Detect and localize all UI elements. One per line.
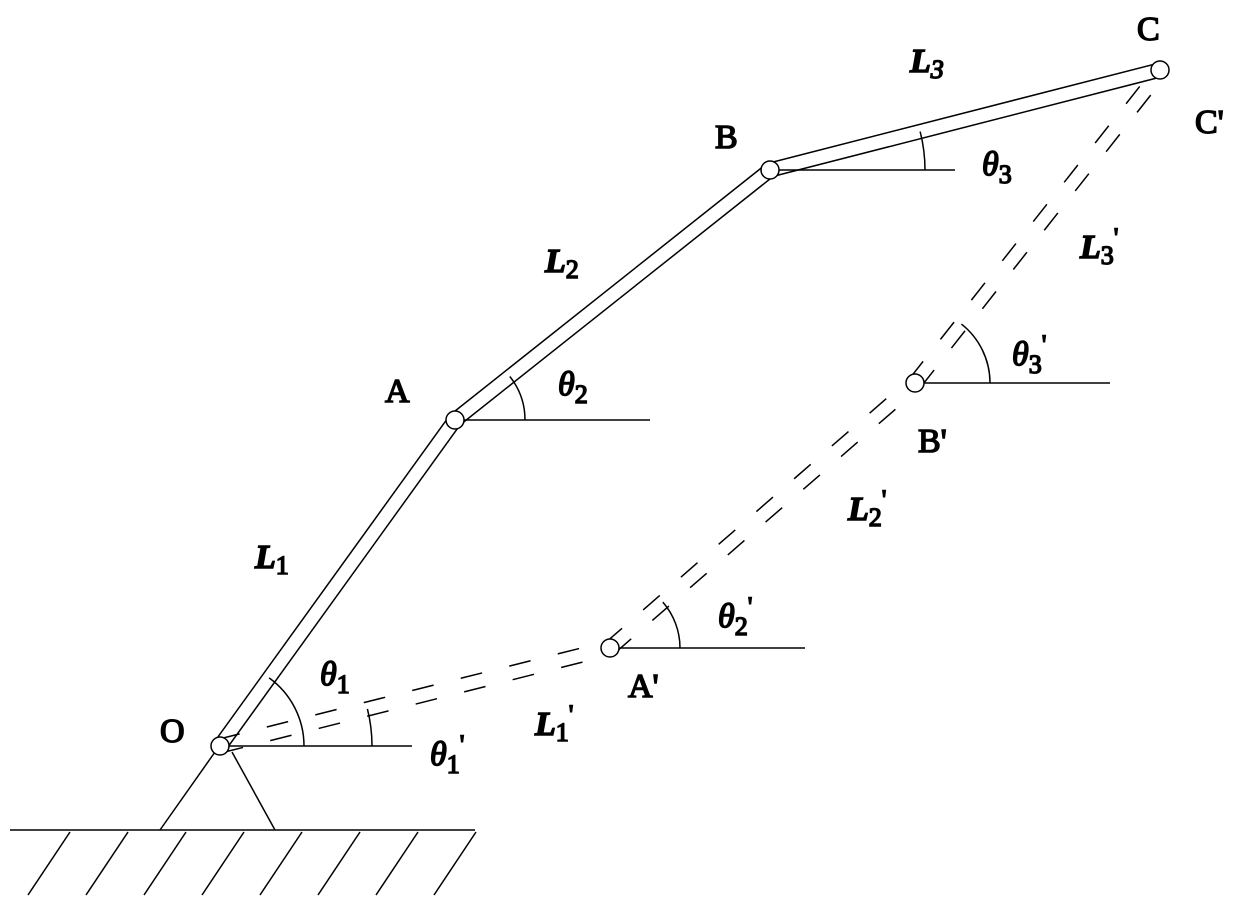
label-B: B: [715, 119, 738, 156]
angle-arc-theta3: [919, 131, 926, 171]
joint-A: [445, 410, 465, 430]
label-B-prime: B': [918, 423, 947, 460]
link-L2-prime-edge: [614, 387, 921, 654]
label-theta2: θ2: [558, 366, 588, 409]
ground-hatch: [375, 831, 419, 896]
label-C-prime: C': [1195, 104, 1224, 141]
link-L3-edge: [771, 76, 1162, 178]
label-C: C: [1137, 11, 1160, 48]
label-theta1: θ1: [320, 656, 350, 699]
joint-A-prime: [600, 638, 620, 658]
angle-arc-theta2: [509, 376, 526, 421]
ground-hatch: [433, 831, 477, 896]
link-L1-edge: [225, 423, 462, 751]
joint-B: [760, 160, 780, 180]
label-L3-prime: L3': [1079, 223, 1118, 270]
joint-C: [1150, 60, 1170, 80]
joint-O: [210, 736, 230, 756]
link-L2-edge: [458, 174, 775, 427]
label-L2-prime: L2': [847, 485, 886, 532]
link-L2-prime-edge: [604, 377, 911, 644]
label-L3: L3: [909, 43, 944, 84]
label-theta2-prime: θ2': [718, 592, 752, 641]
label-A-prime: A': [628, 668, 659, 705]
ground-hatch: [201, 831, 245, 896]
label-theta3-prime: θ3': [1012, 330, 1046, 379]
link-L2-edge: [450, 163, 767, 416]
angle-arc-theta3-prime: [960, 323, 991, 384]
ground-hatch: [259, 831, 303, 896]
support-right: [231, 751, 276, 831]
ground-hatch: [27, 831, 71, 896]
angle-arc-theta1-prime: [366, 708, 373, 747]
link-L1-prime-edge: [218, 640, 609, 740]
ground-hatch: [85, 831, 129, 896]
ground-hatch: [317, 831, 361, 896]
link-L1-prime-edge: [221, 654, 612, 754]
label-theta1-prime: θ1': [430, 730, 464, 779]
link-L3-prime-edge: [919, 75, 1167, 388]
label-theta3: θ3: [982, 146, 1012, 189]
link-L1-edge: [213, 415, 450, 743]
label-O: O: [160, 713, 185, 750]
linkage-geometry: [10, 60, 1170, 896]
label-L2: L2: [544, 243, 579, 284]
label-A: A: [385, 373, 410, 410]
label-L1-prime: L1': [534, 700, 573, 747]
link-L3-prime-edge: [908, 67, 1156, 380]
joint-B-prime: [905, 373, 925, 393]
angle-arc-theta1: [268, 677, 305, 747]
support-left: [159, 751, 216, 831]
label-L1: L1: [254, 539, 289, 580]
angle-arc-theta2-prime: [662, 601, 681, 649]
link-L3-edge: [768, 62, 1159, 164]
ground-hatch: [143, 831, 187, 896]
